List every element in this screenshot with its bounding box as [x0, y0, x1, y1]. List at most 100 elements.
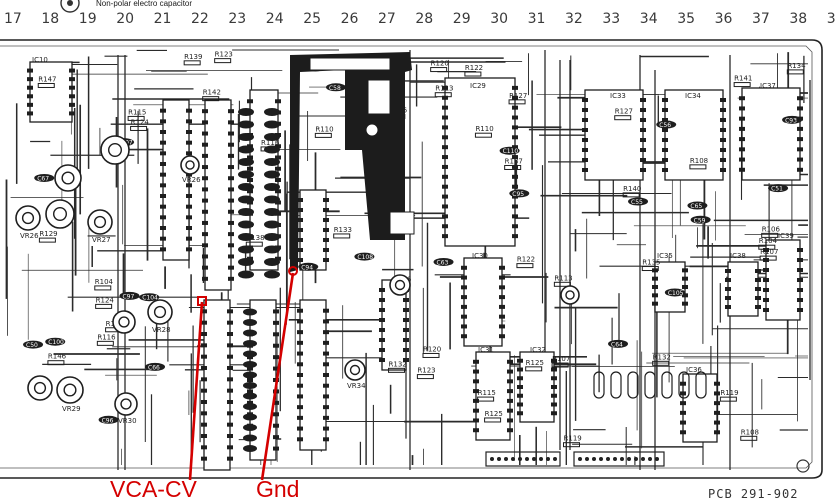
resistor-label: R133: [334, 226, 352, 234]
capacitor: C50: [23, 340, 44, 349]
resistor-label: R115: [128, 108, 146, 116]
ic-label: IC29: [470, 82, 486, 90]
resistor: R124: [95, 296, 114, 309]
resistor: R115: [477, 389, 496, 402]
resistor-label: R107: [552, 355, 570, 363]
capacitor: C96: [98, 415, 119, 424]
vca-cv-pointer: [188, 301, 204, 481]
resistor-label: R125: [485, 410, 503, 418]
resistor: R138: [245, 234, 265, 247]
capacitor: [238, 258, 280, 442]
column-number: 19: [79, 11, 97, 27]
column-number: 36: [715, 11, 733, 27]
resistor-label: R132: [653, 353, 671, 361]
ic-footprint: [297, 189, 329, 271]
resistor-label: R124: [131, 118, 150, 126]
resistor-label: R116: [261, 139, 280, 147]
resistor-label: R113: [435, 85, 453, 93]
ic-label: IC32: [530, 346, 546, 354]
capacitor: [238, 183, 280, 379]
capacitor: C55: [628, 197, 649, 206]
capacitor-label: C97: [122, 293, 134, 300]
capacitor: C64: [608, 339, 629, 348]
passive-footprints: C92R104R106C93R107R108C94R110R113C95R115…: [15, 51, 806, 452]
radial-capacitor: [100, 135, 130, 165]
resistor-label: R120: [423, 345, 441, 353]
resistor-label: R115: [478, 389, 496, 397]
ic-label: IC36: [686, 366, 702, 374]
capacitor: C67: [34, 173, 55, 182]
resistor-label: R141: [734, 75, 752, 83]
resistor: R120: [422, 345, 441, 358]
capacitor: [238, 108, 280, 316]
capacitor: [238, 220, 280, 410]
trimmer-pot: VR34: [344, 359, 366, 390]
resistor-label: R116: [97, 333, 116, 341]
resistor: R122: [464, 64, 483, 77]
trimmer-pot: VR27: [87, 209, 113, 244]
resistor: R110: [314, 125, 334, 138]
resistor-label: R113: [554, 274, 572, 282]
trimmer-label: VR26: [182, 176, 201, 184]
resistor: R116: [96, 333, 116, 346]
ic-ic39: IC39: [763, 232, 803, 321]
column-number: 29: [453, 11, 471, 27]
resistor-label: R139: [184, 53, 202, 61]
radial-capacitor: [389, 274, 411, 296]
gnd-pointer: [260, 272, 295, 481]
column-number: 28: [415, 11, 433, 27]
trimmer-label: VR29: [62, 405, 81, 413]
capacitor: [644, 371, 656, 399]
resistor: R140: [622, 185, 641, 198]
ic-ic29: IC29: [442, 77, 518, 247]
capacitor-label: C63: [437, 259, 449, 266]
ic-ic37: IC37: [739, 82, 803, 181]
ic-footprint: [160, 99, 192, 261]
vca-cv-label: VCA-CV: [110, 476, 198, 500]
capacitor: C97: [119, 291, 140, 300]
resistor-label: R127: [509, 92, 527, 100]
resistor: R133: [333, 226, 352, 239]
resistor-label: R142: [203, 89, 221, 97]
capacitor-label: C59: [694, 217, 706, 224]
trimmer-pot: VR29: [56, 376, 84, 413]
capacitor: C93: [782, 115, 803, 124]
vca-cv-pad-marker: [197, 296, 207, 306]
connector-pins: [490, 457, 659, 461]
capacitor: [238, 245, 280, 431]
radial-capacitor: [54, 164, 82, 192]
capacitor: C105: [664, 288, 685, 297]
resistor: R119: [563, 435, 582, 448]
column-number: 33: [602, 11, 620, 27]
resistor: R141: [733, 75, 752, 88]
trimmer-pot: VR30: [114, 392, 138, 425]
resistor-label: R122: [465, 64, 483, 72]
capacitor: [238, 270, 280, 452]
capacitor-label: C50: [26, 342, 38, 349]
capacitor: C94: [298, 262, 319, 271]
resistor-label: R110: [315, 125, 333, 133]
polarity-symbol-dot: [67, 0, 73, 6]
header-note: Non-polar electro capacitor: [96, 0, 192, 8]
capacitor-label: C96: [102, 417, 114, 424]
resistor: R122: [516, 256, 535, 269]
column-number: 32: [565, 11, 583, 27]
capacitor: C51: [768, 184, 789, 193]
resistor: R129: [38, 230, 58, 243]
resistor-label: R122: [517, 256, 535, 264]
ic-ic32: IC32: [517, 346, 557, 423]
resistor-label: R140: [623, 185, 641, 193]
resistor-label: R134: [787, 62, 806, 70]
resistor-label: R110: [475, 125, 493, 133]
resistor: R104: [758, 237, 778, 250]
resistor-label: R123: [215, 51, 233, 59]
capacitor: [238, 233, 280, 421]
capacitor: C66: [145, 362, 166, 371]
trimmer-label: VR30: [118, 417, 137, 425]
capacitor: [695, 371, 707, 399]
trimmer-label: VR26: [20, 232, 39, 240]
ic-ic30: IC30: [461, 252, 505, 347]
resistor: R127: [508, 92, 527, 105]
